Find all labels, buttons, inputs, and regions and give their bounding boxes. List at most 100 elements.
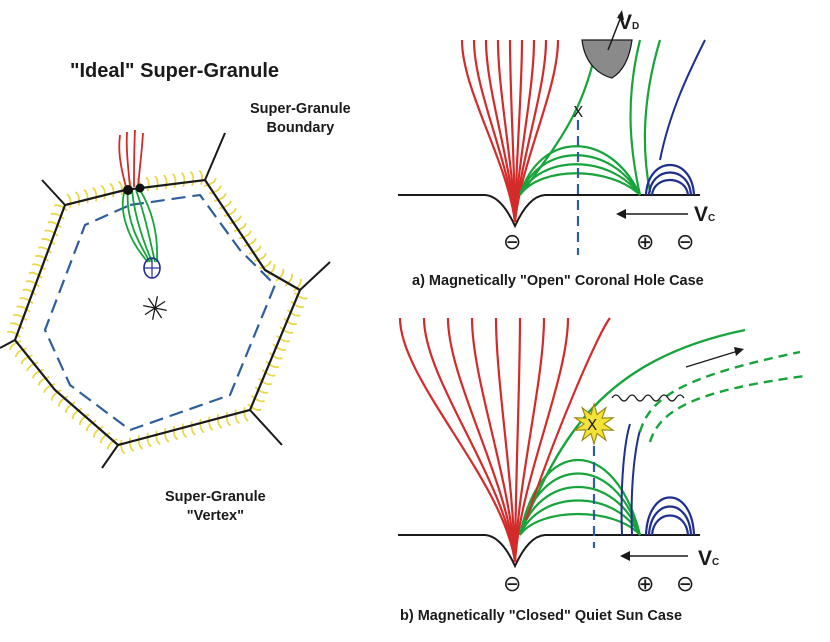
vertex-node (135, 183, 145, 193)
open-field-line (513, 317, 570, 563)
converge-velocity-label-a: VC (694, 203, 715, 227)
open-field-line (398, 317, 517, 563)
polarity-minus-a-left: ⊖ (503, 230, 522, 255)
fringe-arc (86, 419, 97, 432)
open-field-line (513, 317, 522, 563)
fringe-arc (290, 300, 305, 309)
fringe-arc (293, 292, 308, 300)
panel-a-caption: a) Magnetically "Open" Coronal Hole Case (412, 273, 704, 289)
flow-arrow (154, 307, 163, 319)
super-granule-hexagon (13, 178, 302, 447)
fringe-arc (65, 401, 76, 413)
fringe-arc (38, 246, 53, 254)
fringe-arc (117, 180, 123, 196)
fringe-arc (268, 352, 283, 360)
open-field-line (513, 39, 560, 223)
reconnected-arc (518, 499, 641, 536)
fringe-arc (228, 215, 242, 225)
fringe-arc (254, 386, 269, 394)
reconnected-arc (519, 513, 641, 536)
fringe-arc (234, 409, 240, 424)
polarity-minus-b-left: ⊖ (503, 572, 522, 597)
fringe-arc (146, 432, 152, 448)
drift-velocity-symbol: V (618, 11, 633, 34)
fringe-arc (284, 273, 293, 287)
closed-loops (620, 423, 696, 536)
closed-loop (644, 496, 696, 536)
fringe-arc (173, 425, 179, 441)
fringe-arc (154, 175, 159, 191)
fringe-arc (276, 334, 290, 343)
blue-open-line (659, 39, 706, 161)
fringe-arc (189, 171, 195, 186)
fringe-arc (72, 407, 83, 419)
fringe-arc (100, 184, 106, 200)
fringe-arc (34, 254, 50, 262)
open-field-line (470, 317, 517, 563)
fringe-arc (58, 395, 69, 407)
fringe-arc (251, 394, 265, 403)
vertex-node (123, 185, 133, 195)
fringe-arc (6, 330, 21, 338)
drift-arrow (607, 13, 623, 51)
fringe-arc (181, 423, 188, 438)
vertex-spokes (0, 132, 331, 469)
panel-a-field-lines (398, 39, 706, 255)
polarity-plus-a: ⊕ (636, 230, 655, 255)
reconnected-arc (518, 154, 641, 196)
wave-arrow (685, 350, 739, 368)
fringe-arc (20, 354, 33, 365)
drift-arrow-head (617, 10, 624, 20)
fringe-arc (261, 369, 276, 377)
fringe-arc (208, 416, 214, 431)
fringe-arc (129, 437, 135, 452)
open-field-line (446, 317, 517, 563)
fringe-arc (74, 191, 81, 206)
boundary-label-line2: Boundary (266, 120, 335, 136)
fringe-arc (83, 189, 89, 204)
flow-arrow (154, 300, 166, 309)
converge-velocity-symbol-a: V (694, 203, 709, 226)
converge-velocity-symbol-b: V (698, 547, 713, 570)
open-field-line (524, 317, 611, 521)
vertex-flux-tube (118, 129, 161, 279)
blue-rising-line (620, 423, 631, 536)
converge-velocity-label-b: VC (698, 547, 719, 571)
fringe-arc (137, 435, 144, 450)
reconnected-arc (518, 459, 642, 536)
closed-loop (650, 179, 690, 196)
fringe-arc (238, 230, 252, 240)
open-field-line (513, 317, 546, 563)
fringe-arc (217, 414, 223, 429)
closed-loop (647, 505, 693, 536)
polarity-plus-b: ⊕ (636, 572, 655, 597)
fringe-arc (25, 280, 40, 288)
fringe-arc (79, 413, 90, 426)
fringe-arc (258, 377, 273, 386)
fringe-arc (92, 187, 98, 202)
reconnected-arc (519, 172, 641, 196)
fringe-arc (286, 309, 301, 317)
inner-dashed-cell (43, 193, 277, 432)
fringe-arc (13, 313, 28, 321)
closed-loop (644, 163, 696, 196)
converge-arrow-b-head (620, 551, 630, 561)
diagram-title: "Ideal" Super-Granule (70, 60, 280, 82)
flow-arrow (144, 307, 156, 316)
flow-arrow (143, 304, 156, 309)
drift-velocity-label: VD (618, 11, 639, 35)
reconnection-burst-icon (572, 401, 616, 447)
flow-arrow (147, 297, 156, 309)
fringe-arc (19, 297, 34, 305)
fringe-arc (247, 403, 262, 411)
fringe-arc (198, 169, 203, 185)
fringe-arc (47, 221, 62, 229)
converge-arrow-a-head (616, 209, 626, 219)
fringe-arc (22, 288, 37, 296)
fringe-arc (32, 368, 45, 379)
fringe-arc (164, 428, 170, 443)
fringe-arc (9, 340, 22, 351)
fringe-arc (243, 407, 249, 422)
fringe-arc (41, 238, 56, 246)
